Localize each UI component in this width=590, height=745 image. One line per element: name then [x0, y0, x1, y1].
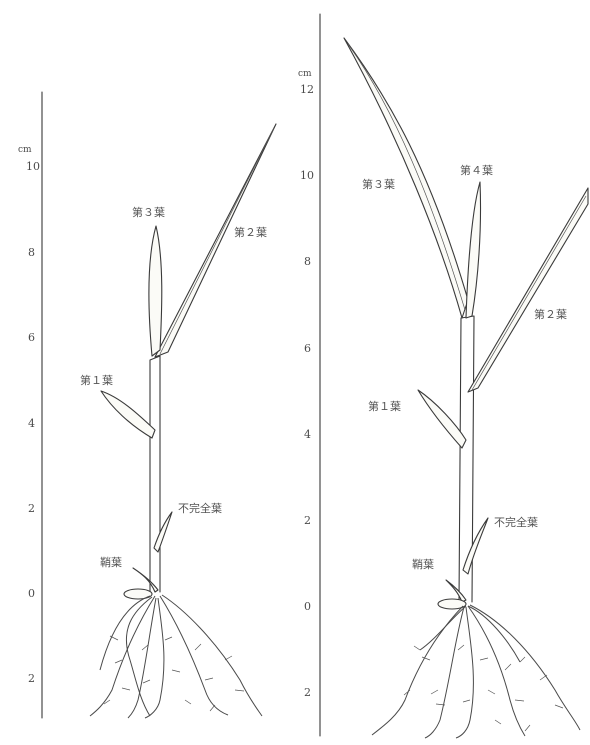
left-stem	[150, 356, 160, 592]
left-seed	[124, 589, 152, 599]
right-leaf-4	[466, 182, 481, 318]
right-tick-4: 4	[304, 428, 311, 441]
right-axis-unit: cm	[298, 69, 312, 79]
right-roots	[372, 605, 580, 738]
left-tick-8: 8	[28, 246, 35, 259]
left-label-leaf3: 第３葉	[132, 205, 165, 219]
left-tick-10: 10	[26, 160, 40, 173]
left-tick-6: 6	[28, 331, 35, 344]
left-leaf-2	[155, 124, 276, 357]
right-label-incomplete: 不完全葉	[494, 515, 538, 529]
right-label-sheath: 鞘葉	[412, 557, 434, 571]
right-tick-8: 8	[304, 255, 311, 268]
right-tick-6: 6	[304, 342, 311, 355]
right-label-leaf2: 第２葉	[534, 307, 567, 321]
left-panel: cm 10 8 6 4 2 0 2 第	[18, 92, 276, 718]
left-leaf-1	[101, 391, 155, 438]
right-label-leaf1: 第１葉	[368, 399, 401, 413]
left-label-incomplete: 不完全葉	[178, 501, 222, 515]
right-incomplete-leaf	[463, 518, 488, 574]
right-panel: cm 12 10 8 6 4 2 0 2	[298, 14, 588, 738]
left-tick-2b: 2	[28, 672, 35, 685]
left-label-sheath: 鞘葉	[100, 555, 122, 569]
right-leaf-1	[418, 390, 466, 448]
left-roots	[90, 595, 262, 718]
right-tick-10: 10	[300, 169, 314, 182]
right-leaf-2	[468, 188, 588, 392]
right-label-leaf4: 第４葉	[460, 163, 493, 177]
left-tick-0: 0	[28, 587, 35, 600]
left-incomplete-leaf	[154, 512, 172, 552]
left-leaf-3	[149, 226, 162, 356]
right-tick-0: 0	[304, 600, 311, 613]
right-tick-2: 2	[304, 514, 311, 527]
left-label-leaf2: 第２葉	[234, 225, 267, 239]
left-label-leaf1: 第１葉	[80, 373, 113, 387]
right-tick-12: 12	[300, 83, 314, 96]
left-tick-2: 2	[28, 502, 35, 515]
right-label-leaf3: 第３葉	[362, 177, 395, 191]
left-tick-4: 4	[28, 417, 35, 430]
left-axis-unit: cm	[18, 145, 32, 155]
left-sheath	[133, 568, 158, 592]
right-tick-2b: 2	[304, 686, 311, 699]
